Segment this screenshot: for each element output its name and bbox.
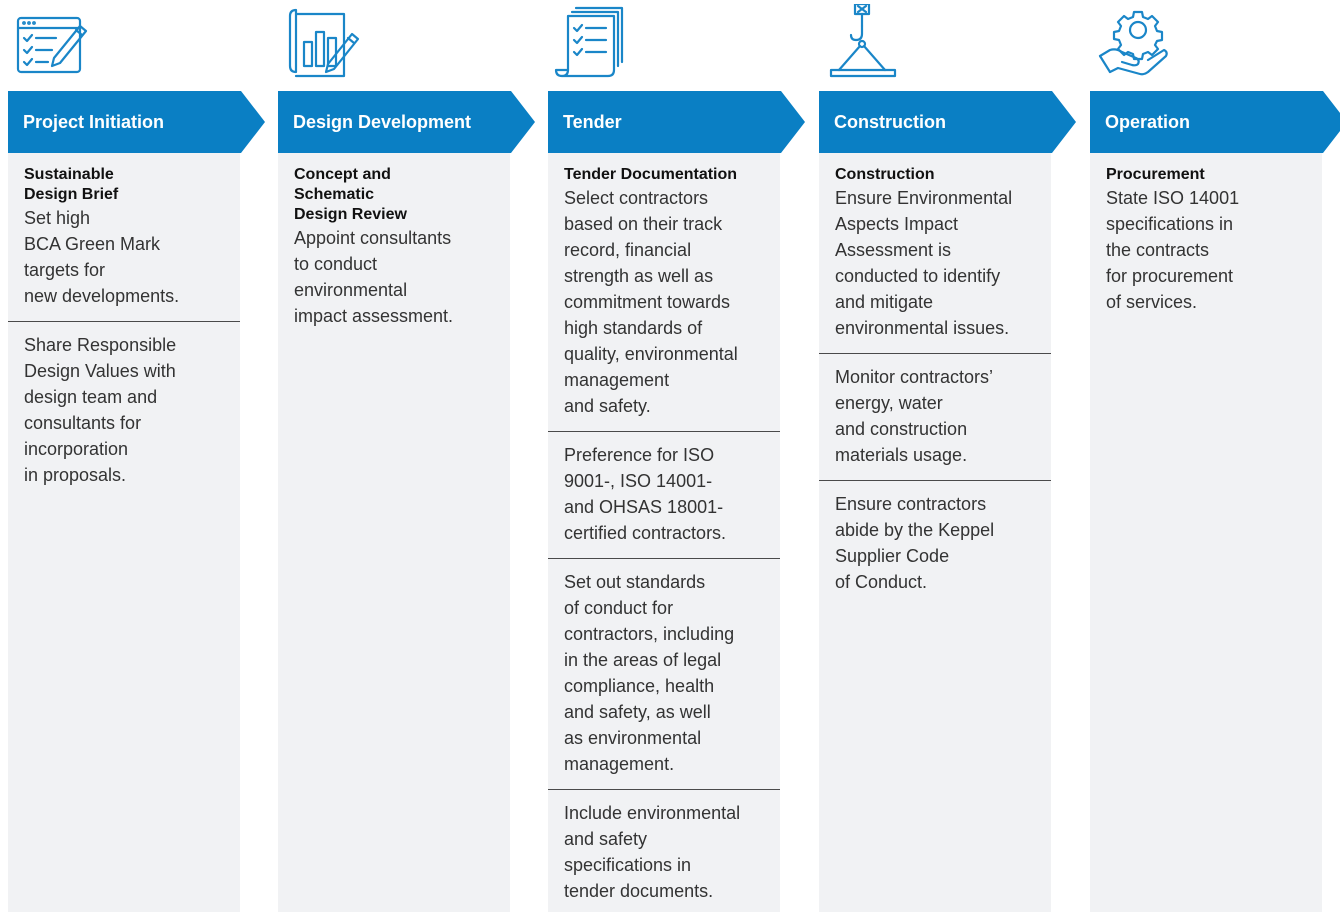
item-text: Set high BCA Green Mark targets for new … (24, 208, 180, 306)
hand-gear-icon (1096, 4, 1172, 80)
chevron-arrow (278, 91, 535, 153)
blueprint-chart-pencil-icon (284, 4, 360, 80)
list-item: Tender Documentation Select contractors … (548, 153, 780, 431)
stage-title: Operation (1105, 112, 1191, 132)
stage-operation: Operation Procurement State ISO 14001 sp… (1090, 0, 1340, 912)
item-text: Preference for ISO 9001-, ISO 14001- and… (564, 445, 727, 543)
stage-panel: Concept and Schematic Design Review Appo… (278, 153, 510, 912)
list-item: Construction Ensure Environmental Aspect… (819, 153, 1051, 353)
item-text: Set out standards of conduct for contrac… (564, 572, 735, 774)
list-item: Share Responsible Design Values with des… (8, 321, 240, 500)
chevron-arrow (1090, 91, 1340, 153)
list-item: Preference for ISO 9001-, ISO 14001- and… (548, 431, 780, 558)
item-heading: Construction (835, 166, 935, 183)
stage-header: Design Development (278, 91, 535, 153)
item-text: Appoint consultants to conduct environme… (294, 228, 454, 326)
list-item: Include environmental and safety specifi… (548, 789, 780, 916)
stage-title: Tender (563, 112, 622, 132)
stage-panel: Procurement State ISO 14001 specificatio… (1090, 153, 1322, 912)
item-text: Share Responsible Design Values with des… (24, 335, 177, 485)
crane-hook-icon (825, 4, 901, 80)
stage-header: Project Initiation (8, 91, 265, 153)
stage-panel: Tender Documentation Select contractors … (548, 153, 780, 912)
chevron-arrow (548, 91, 805, 153)
item-text: Select contractors based on their track … (564, 188, 738, 416)
chevron-arrow (819, 91, 1076, 153)
list-item: Sustainable Design Brief Set high BCA Gr… (8, 153, 240, 321)
list-item: Set out standards of conduct for contrac… (548, 558, 780, 789)
item-heading: Tender Documentation (564, 166, 738, 183)
item-text: Monitor contractors’ energy, water and c… (835, 367, 994, 465)
stage-construction: Construction Construction Ensure Environ… (819, 0, 1089, 912)
list-item: Monitor contractors’ energy, water and c… (819, 353, 1051, 480)
item-text: Ensure Environmental Aspects Impact Asse… (835, 188, 1013, 338)
stage-title: Construction (834, 112, 946, 132)
item-text: Ensure contractors abide by the Keppel S… (835, 494, 995, 592)
stage-design-development: Design Development Concept and Schematic… (278, 0, 548, 912)
item-heading: Sustainable Design Brief (24, 166, 119, 203)
stage-title: Design Development (293, 112, 472, 132)
stage-header: Construction (819, 91, 1076, 153)
stage-header: Tender (548, 91, 805, 153)
list-item: Ensure contractors abide by the Keppel S… (819, 480, 1051, 607)
item-text: State ISO 14001 specifications in the co… (1106, 188, 1240, 312)
stage-panel: Construction Ensure Environmental Aspect… (819, 153, 1051, 912)
stage-panel: Sustainable Design Brief Set high BCA Gr… (8, 153, 240, 912)
item-text: Include environmental and safety specifi… (564, 803, 741, 901)
chevron-arrow (8, 91, 265, 153)
item-heading: Procurement (1106, 166, 1205, 183)
stage-project-initiation: Project Initiation Sustainable Design Br… (8, 0, 278, 912)
stage-header: Operation (1090, 91, 1340, 153)
list-item: Concept and Schematic Design Review Appo… (278, 153, 510, 341)
list-item: Procurement State ISO 14001 specificatio… (1090, 153, 1322, 327)
stage-tender: Tender Tender Documentation Select contr… (548, 0, 818, 912)
stage-title: Project Initiation (23, 112, 165, 132)
item-heading: Concept and Schematic Design Review (294, 166, 407, 223)
checklist-pencil-icon (14, 4, 90, 80)
documents-checklist-icon (554, 4, 630, 80)
